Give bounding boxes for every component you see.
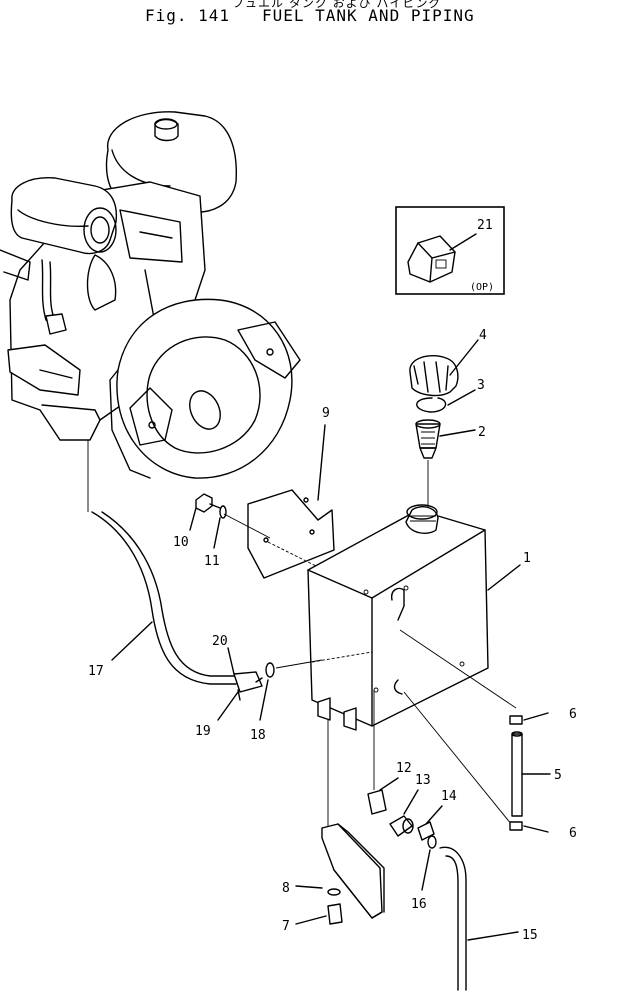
callout-1: 1 xyxy=(523,551,531,566)
option-label: (OP) xyxy=(470,282,494,293)
figure-title-text: FUEL TANK AND PIPING xyxy=(261,6,475,25)
figure-header: フュエル タンク および パイピング Fig. 141 FUEL TANK AN… xyxy=(0,0,640,32)
snap-ring xyxy=(416,389,476,413)
callout-16: 16 xyxy=(411,897,427,912)
bracket xyxy=(321,720,385,919)
pipe-5 xyxy=(511,731,551,817)
washer-11 xyxy=(213,505,271,549)
clamp-18 xyxy=(255,659,323,721)
callout-10: 10 xyxy=(173,535,189,550)
clamp-16 xyxy=(421,835,437,891)
callout-12: 12 xyxy=(396,761,412,776)
clip-6-upper xyxy=(509,712,549,725)
strainer xyxy=(415,419,476,508)
callout-19: 19 xyxy=(195,724,211,739)
callout-21: 21 xyxy=(477,218,493,233)
figure-title-japanese: フュエル タンク および パイピング xyxy=(232,0,442,10)
hose-17 xyxy=(87,440,237,685)
callout-4: 4 xyxy=(479,328,487,343)
callout-13: 13 xyxy=(415,773,431,788)
callout-15: 15 xyxy=(522,928,538,943)
valve-12 xyxy=(367,690,399,815)
fuel-tank xyxy=(307,504,521,831)
callout-11: 11 xyxy=(204,554,220,569)
callout-3: 3 xyxy=(477,378,485,393)
figure-label: Fig. 141 xyxy=(145,6,231,25)
callout-6-upper: 6 xyxy=(569,707,577,722)
option-inset: (OP) xyxy=(395,206,505,295)
callout-labels: 1 2 3 4 5 6 6 7 8 9 10 11 12 13 14 15 16… xyxy=(88,218,577,943)
callout-14: 14 xyxy=(441,789,457,804)
callout-2: 2 xyxy=(478,425,486,440)
fitting-13 xyxy=(389,789,419,837)
callout-7: 7 xyxy=(282,919,290,934)
washer-8 xyxy=(295,885,341,896)
callout-5: 5 xyxy=(554,768,562,783)
clip-6-lower xyxy=(509,821,549,833)
bolt-10 xyxy=(189,493,221,531)
joint-19 xyxy=(217,691,239,721)
plate xyxy=(247,424,335,579)
callout-17: 17 xyxy=(88,664,104,679)
bolt-7 xyxy=(295,903,343,925)
callout-9: 9 xyxy=(322,406,330,421)
callout-20: 20 xyxy=(212,634,228,649)
elbow-joint-20 xyxy=(227,647,263,701)
figure-title: Fig. 141 FUEL TANK AND PIPING xyxy=(145,6,475,25)
hose-15 xyxy=(439,846,519,991)
fitting-14 xyxy=(417,805,443,841)
callout-8: 8 xyxy=(282,881,290,896)
callout-18: 18 xyxy=(250,728,266,743)
engine-illustration xyxy=(0,111,301,479)
filler-cap xyxy=(409,339,479,397)
callout-6-lower: 6 xyxy=(569,826,577,841)
